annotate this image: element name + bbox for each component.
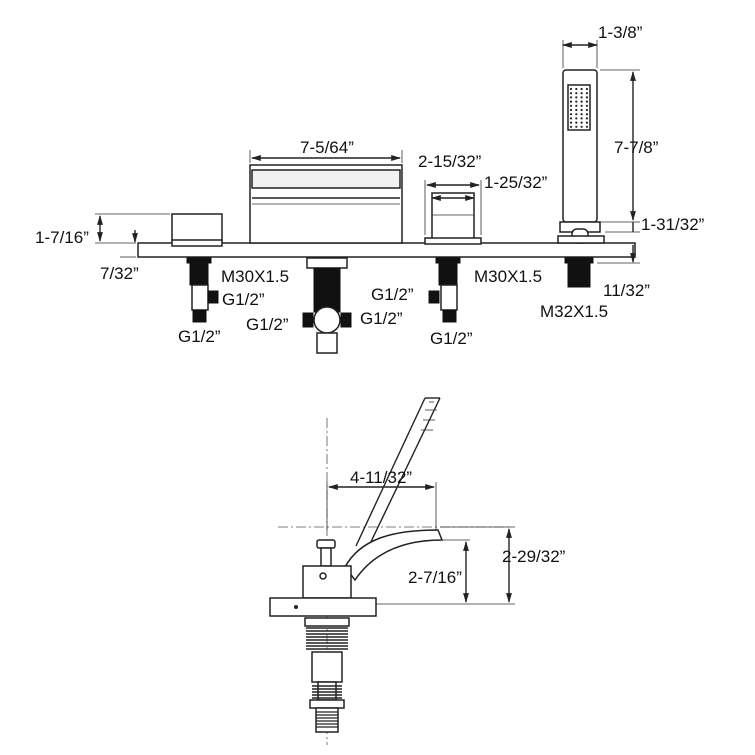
handshower-shank-label: M32X1.5 <box>540 302 608 321</box>
left-valve-side-label: G1/2” <box>222 290 265 309</box>
side-valve-body <box>302 565 352 599</box>
deck-thickness-label: 7/32” <box>100 264 139 283</box>
right-valve-side-label: G1/2” <box>371 285 414 304</box>
left-handle <box>171 213 223 244</box>
right-handle <box>431 192 475 244</box>
left-shank-label: M30X1.5 <box>221 267 289 286</box>
handshower-width-label: 1-3/8” <box>598 23 643 42</box>
handle-width-label: 1-25/32” <box>484 173 548 192</box>
side-handle-lever <box>316 539 336 567</box>
spout-reach-label: 4-11/32” <box>350 468 412 487</box>
side-elevation <box>269 397 515 745</box>
overall-height-label: 2-29/32” <box>502 547 566 566</box>
left-handle-height-label: 1-7/16” <box>35 228 89 247</box>
left-valve-bottom-label: G1/2” <box>178 327 221 346</box>
waterfall-spout <box>249 164 403 244</box>
spout-width-label: 7-5/64” <box>300 138 354 157</box>
left-valve-assembly <box>186 257 219 323</box>
center-right-label: G1/2” <box>360 309 403 328</box>
handle-spacing-label: 2-15/32” <box>418 152 482 171</box>
side-hand-shower <box>355 397 441 551</box>
side-deck-plate <box>269 597 377 617</box>
right-valve-bottom-label: G1/2” <box>430 329 473 348</box>
front-elevation <box>95 40 640 354</box>
right-shank-label: M30X1.5 <box>474 267 542 286</box>
handshower-shank-length-label: 11/32” <box>603 281 650 300</box>
spout-height-label: 2-7/16” <box>408 568 462 587</box>
handshower-shank <box>564 257 594 288</box>
center-left-label: G1/2” <box>246 315 289 334</box>
handshower-height-label: 7-7/8” <box>614 138 659 157</box>
right-handle-base <box>424 237 482 245</box>
side-threaded-shank <box>304 617 350 733</box>
right-valve-assembly <box>428 257 461 323</box>
hand-shower <box>557 69 605 244</box>
center-valve-assembly <box>302 257 352 354</box>
left-handle-base <box>171 239 223 247</box>
handshower-base-label: 1-31/32” <box>641 215 705 234</box>
